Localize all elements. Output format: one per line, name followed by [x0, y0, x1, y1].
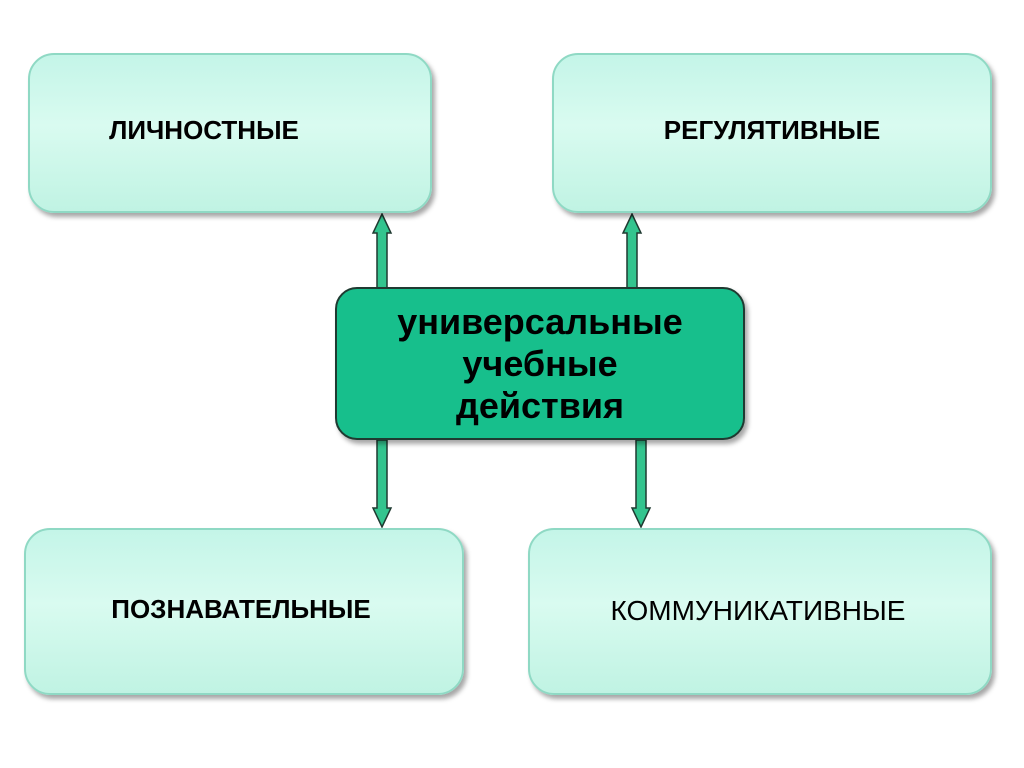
arrow-to-cognitive: [371, 439, 393, 529]
node-communicative-label: КОММУНИКАТИВНЫЕ: [610, 595, 906, 626]
arrow-to-personal: [371, 212, 393, 289]
node-regulative: РЕГУЛЯТИВНЫЕ: [552, 53, 992, 213]
center-line-1: универсальные: [397, 300, 683, 342]
node-communicative: КОММУНИКАТИВНЫЕ: [528, 528, 992, 695]
node-regulative-label: РЕГУЛЯТИВНЫЕ: [663, 115, 881, 145]
node-personal-label: ЛИЧНОСТНЫЕ: [109, 115, 299, 145]
center-line-3: действия: [456, 384, 624, 426]
node-center: универсальные учебные действия: [335, 287, 745, 440]
center-line-2: учебные: [462, 342, 618, 384]
node-personal: ЛИЧНОСТНЫЕ: [28, 53, 432, 213]
node-cognitive-label: ПОЗНАВАТЕЛЬНЫЕ: [111, 594, 371, 624]
arrow-to-regulative: [621, 212, 643, 289]
arrow-to-communicative: [630, 439, 652, 529]
node-cognitive: ПОЗНАВАТЕЛЬНЫЕ: [24, 528, 464, 695]
